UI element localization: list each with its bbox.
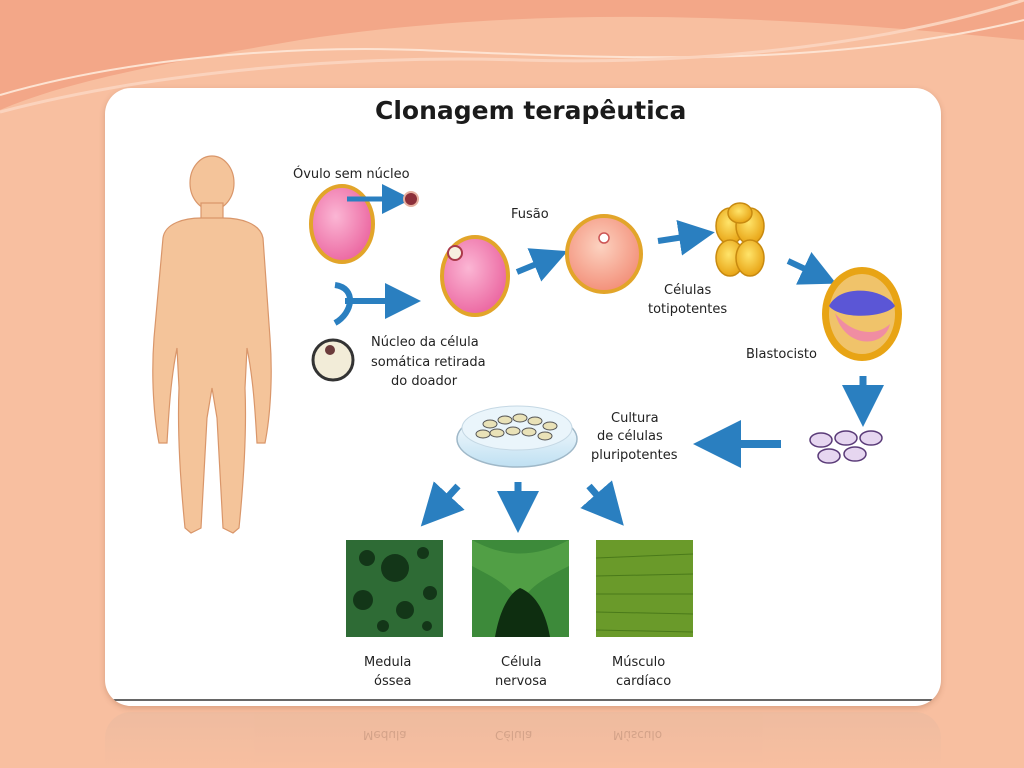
reflection-text-1: Medula (363, 728, 407, 742)
top-swoosh-line-2 (0, 0, 1024, 114)
tissue-cardiac-muscle (595, 540, 694, 637)
fused-nucleus (598, 232, 610, 244)
human-figure (152, 155, 272, 534)
diagram-card: Clonagem terapêutica Óvulo sem núcleo Nú… (105, 88, 941, 706)
card-reflection: Medula Célula Músculo (105, 712, 941, 768)
arrow-to-fused (515, 248, 568, 282)
label-nucleo-3: do doador (391, 374, 458, 389)
cloning-diagram: Clonagem terapêutica Óvulo sem núcleo Nú… (105, 96, 941, 701)
top-swoosh-dark (0, 0, 1024, 110)
label-blastocisto: Blastocisto (746, 347, 817, 362)
label-musculo: Músculo (612, 655, 665, 670)
fused-egg (565, 214, 643, 294)
label-cultura-3: pluripotentes (591, 448, 678, 463)
label-nucleo-2: somática retirada (371, 355, 486, 370)
tissue-nerve-cell (472, 540, 569, 637)
reflection-text-2: Célula (495, 728, 533, 742)
arrow-to-totipotent (657, 219, 715, 256)
label-celula-nervosa-2: nervosa (495, 674, 547, 689)
top-swoosh-line (0, 19, 1024, 96)
totipotent-cells (715, 202, 765, 277)
egg-without-nucleus (309, 184, 375, 264)
label-nucleo-1: Núcleo da célula (371, 335, 479, 350)
tissue-bone-marrow (346, 540, 443, 637)
label-celulas-1: Células (664, 283, 712, 298)
reflection-text-3: Músculo (613, 728, 663, 742)
arrow-to-blastocyst (786, 252, 837, 285)
inserted-nucleus (447, 245, 463, 261)
arrow-to-bone-marrow (420, 481, 465, 527)
label-celula-nervosa-1: Célula (501, 655, 542, 670)
petri-dish (456, 405, 578, 468)
label-cardiaco: cardíaco (616, 674, 671, 689)
label-cultura-2: de células (597, 429, 663, 444)
removed-nucleus (403, 191, 419, 207)
somatic-nucleus (325, 345, 335, 355)
label-cultura-1: Cultura (611, 411, 659, 426)
label-fusao: Fusão (511, 207, 549, 222)
label-celulas-2: totipotentes (648, 302, 727, 317)
label-medula: Medula (364, 655, 411, 670)
label-ovulo: Óvulo sem núcleo (293, 166, 410, 182)
label-ossea: óssea (374, 674, 411, 689)
pluripotent-cells (809, 430, 883, 464)
somatic-cell (311, 338, 355, 382)
diagram-title: Clonagem terapêutica (375, 96, 686, 125)
blastocyst (822, 267, 902, 361)
arrow-to-muscle (580, 480, 624, 526)
